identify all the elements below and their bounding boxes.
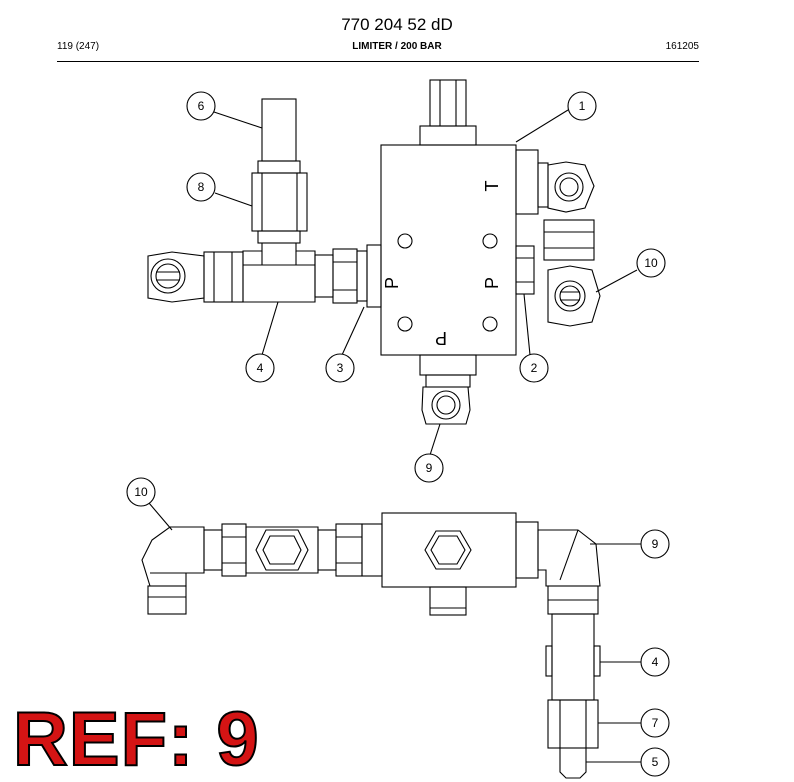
fitting-item-9: [421, 374, 471, 425]
bottom-view: 10 9 4 7 5: [126, 477, 670, 779]
pipe-item-6: [257, 98, 301, 174]
left-fitting: [147, 251, 244, 303]
tee-item-4: [242, 242, 316, 303]
nipple-item-3: [314, 244, 382, 308]
leader-lines-top: [213, 109, 638, 456]
callout-8: 8: [198, 180, 205, 194]
header-rule: [57, 61, 699, 62]
right-fitting-chain: [515, 521, 601, 779]
document-number: 770 204 52 dD: [341, 15, 453, 34]
valve-body: [380, 79, 517, 376]
elbow-item-10: [515, 149, 601, 327]
leader-lines-bottom: [148, 502, 641, 763]
callout-9-bottom: 9: [652, 537, 659, 551]
adapter-item-8: [251, 172, 308, 244]
port-label-pressure-left: P: [382, 277, 402, 289]
assembly-title: LIMITER / 200 BAR: [352, 41, 442, 52]
callout-10-bottom: 10: [134, 485, 148, 499]
callout-2: 2: [531, 361, 538, 375]
date-code: 161205: [665, 41, 699, 52]
reference-label: REF: 9: [12, 697, 260, 782]
callout-4-bottom: 4: [652, 655, 659, 669]
left-fitting-chain: [141, 523, 383, 615]
callouts-bottom: [126, 477, 670, 777]
callout-9-top: 9: [426, 461, 433, 475]
port-label-pressure-right: P: [482, 277, 502, 289]
callouts-top: [186, 91, 666, 483]
port-label-pressure-bottom: P: [435, 328, 447, 348]
callout-4-top: 4: [257, 361, 264, 375]
top-view: T P P P: [147, 79, 666, 483]
callout-6: 6: [198, 99, 205, 113]
callout-10-top: 10: [644, 256, 658, 270]
nipple-item-2: [515, 245, 535, 295]
callout-5: 5: [652, 755, 659, 769]
callout-1: 1: [579, 99, 586, 113]
port-label-tank: T: [482, 181, 502, 192]
callout-7: 7: [652, 716, 659, 730]
valve-body-side: [381, 512, 517, 616]
callout-3: 3: [337, 361, 344, 375]
page-reference: 119 (247): [57, 41, 100, 52]
